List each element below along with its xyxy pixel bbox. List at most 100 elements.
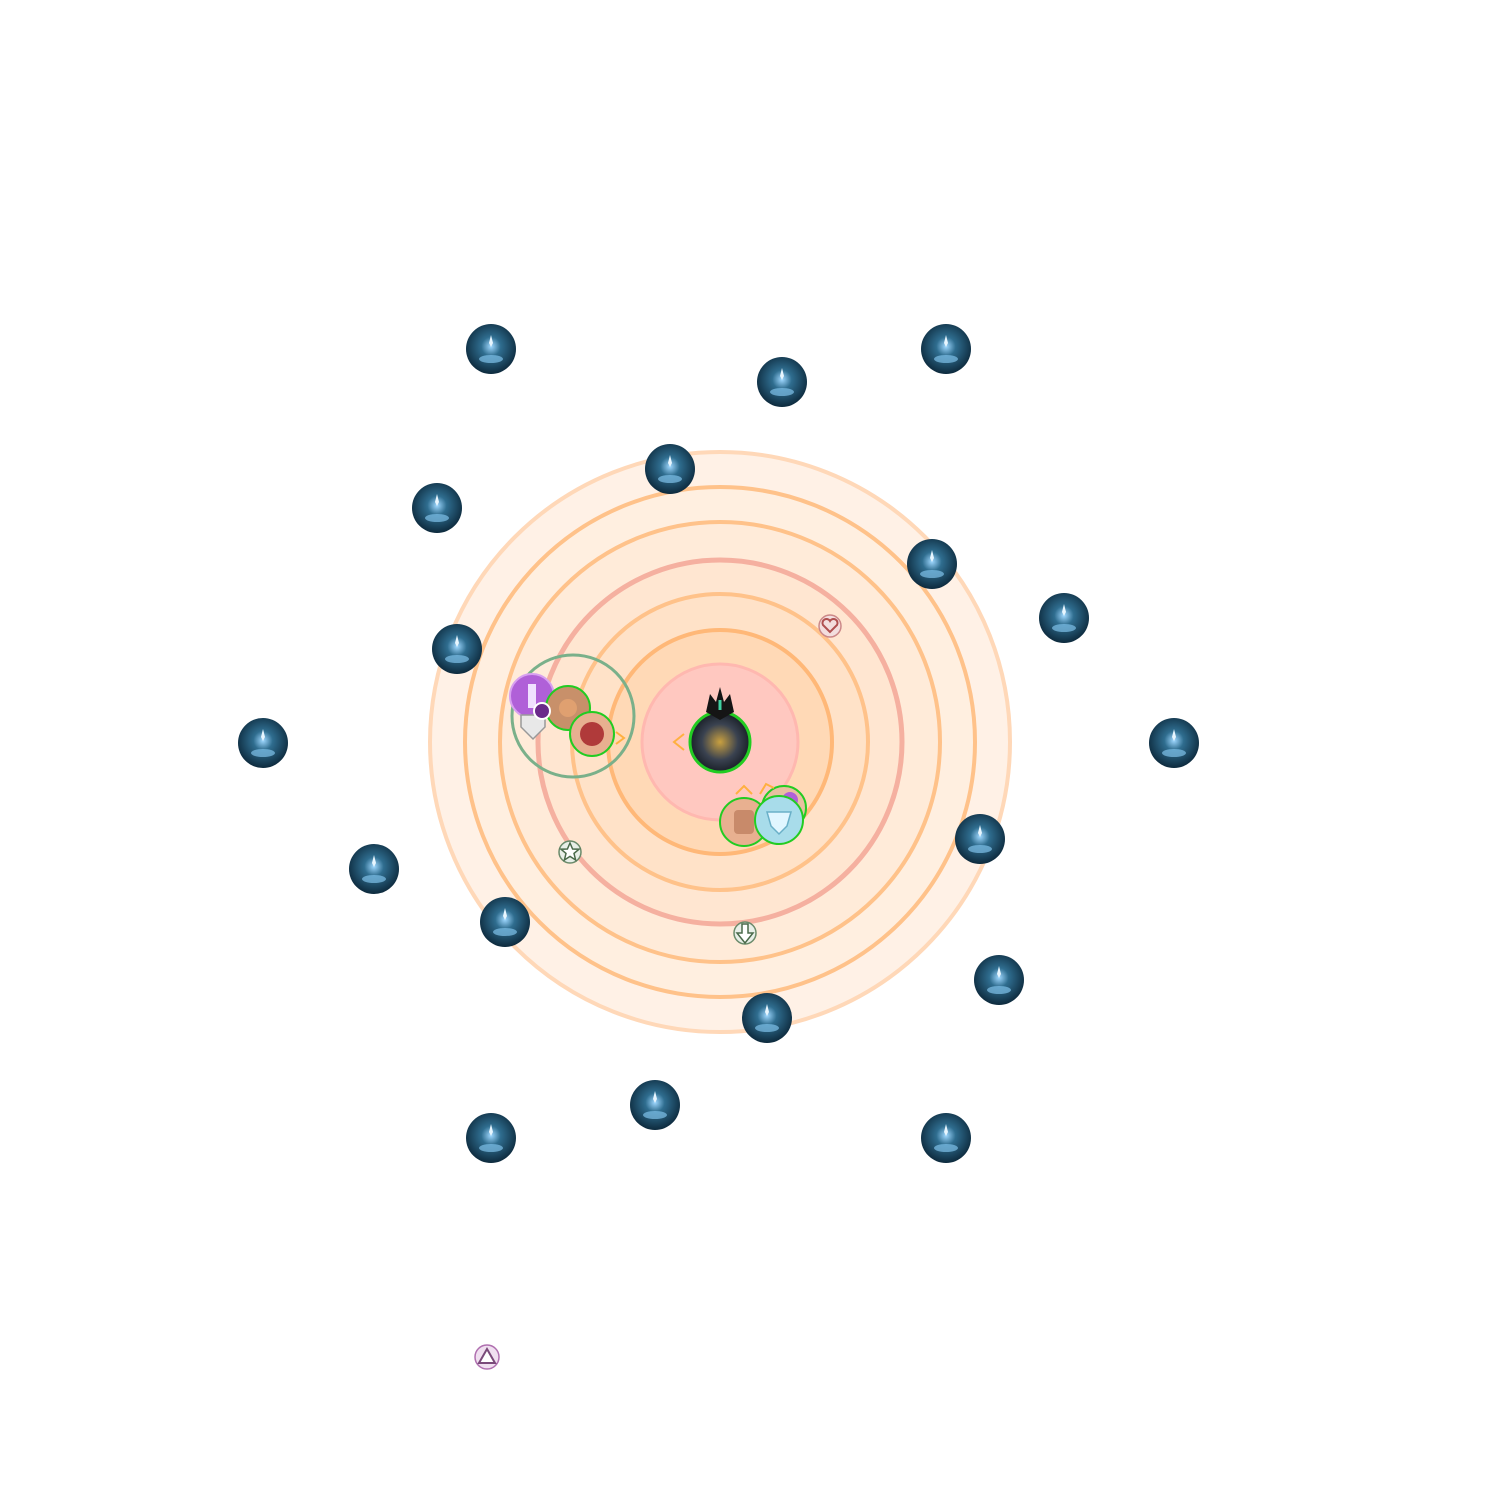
facing-arrow-icon	[672, 733, 685, 751]
orb-glow	[425, 514, 449, 522]
orb-glow	[479, 355, 503, 363]
group-range-ring	[510, 653, 636, 779]
water-orb[interactable]	[238, 718, 288, 768]
water-orb-icon	[466, 1113, 516, 1163]
purple-tank-icon	[528, 684, 536, 708]
dps-brown-icon	[734, 810, 754, 834]
blue-healer-icon	[766, 811, 792, 836]
down-arrow-waymark-icon	[735, 923, 755, 945]
orb-spark	[780, 368, 784, 380]
orb-spark	[503, 908, 507, 920]
orb-glow	[445, 655, 469, 663]
orb-glow	[643, 1111, 667, 1119]
orb-glow	[934, 355, 958, 363]
orb-spark	[435, 494, 439, 506]
water-orb-icon	[1039, 593, 1089, 643]
orb-spark	[653, 1091, 657, 1103]
facing-arrow-icon	[759, 782, 775, 795]
water-orb[interactable]	[921, 324, 971, 374]
orb-spark	[1062, 604, 1066, 616]
orb-glow	[1162, 749, 1186, 757]
orb-glow	[755, 1024, 779, 1032]
water-orb-icon	[921, 324, 971, 374]
water-orb[interactable]	[645, 444, 695, 494]
orb-glow	[770, 388, 794, 396]
water-orb-icon	[412, 483, 462, 533]
party-member-brown-dps[interactable]	[719, 784, 769, 847]
water-orb[interactable]	[742, 993, 792, 1043]
orb-spark	[668, 455, 672, 467]
water-orb-icon	[466, 324, 516, 374]
orb-glow	[1052, 624, 1076, 632]
orb-glow	[362, 875, 386, 883]
water-orb[interactable]	[757, 357, 807, 407]
waymark-arrow	[733, 921, 757, 945]
water-orb-icon	[757, 357, 807, 407]
water-orb-icon	[645, 444, 695, 494]
orb-glow	[968, 845, 992, 853]
orb-spark	[489, 1124, 493, 1136]
orb-glow	[920, 570, 944, 578]
water-orb[interactable]	[907, 539, 957, 589]
heart-waymark-icon	[821, 618, 839, 634]
star-waymark-icon	[559, 841, 581, 862]
triangle-waymark-icon	[477, 1346, 497, 1364]
water-orb-icon	[907, 539, 957, 589]
orb-glow	[934, 1144, 958, 1152]
water-orb[interactable]	[630, 1080, 680, 1130]
water-orb-icon	[432, 624, 482, 674]
water-orb-icon	[480, 897, 530, 947]
party-member-blue-healer[interactable]	[754, 795, 804, 845]
party-group-south-east	[719, 782, 807, 847]
water-orb-icon	[974, 955, 1024, 1005]
boss-icon	[688, 710, 752, 774]
orb-glow	[658, 475, 682, 483]
party-member-red-dps[interactable]	[569, 711, 626, 757]
water-orb-icon	[921, 1113, 971, 1163]
orb-spark	[997, 966, 1001, 978]
healer-icon	[559, 699, 577, 717]
orb-glow	[493, 928, 517, 936]
water-orb[interactable]	[466, 1113, 516, 1163]
waymark-heart	[818, 614, 842, 638]
dps-red-icon	[580, 722, 604, 746]
water-orb-icon	[630, 1080, 680, 1130]
orb-layer	[238, 324, 1199, 1163]
water-orb-icon	[742, 993, 792, 1043]
orb-glow	[251, 749, 275, 757]
water-orb[interactable]	[432, 624, 482, 674]
orb-spark	[1172, 729, 1176, 741]
orb-spark	[489, 335, 493, 347]
boss[interactable]	[672, 687, 752, 774]
orb-spark	[372, 855, 376, 867]
water-orb[interactable]	[921, 1113, 971, 1163]
waymark-star	[558, 840, 582, 864]
party-group-west	[509, 653, 636, 779]
water-orb-icon	[238, 718, 288, 768]
orb-spark	[455, 635, 459, 647]
water-orb-icon	[1149, 718, 1199, 768]
water-orb[interactable]	[1039, 593, 1089, 643]
waymark-triangle	[474, 1344, 500, 1370]
water-orb[interactable]	[974, 955, 1024, 1005]
water-orb[interactable]	[349, 844, 399, 894]
water-orb[interactable]	[955, 814, 1005, 864]
orb-glow	[479, 1144, 503, 1152]
orb-spark	[944, 1124, 948, 1136]
water-orb-icon	[349, 844, 399, 894]
water-orb[interactable]	[412, 483, 462, 533]
water-orb[interactable]	[466, 324, 516, 374]
orb-glow	[987, 986, 1011, 994]
orb-spark	[261, 729, 265, 741]
orb-spark	[930, 550, 934, 562]
marker-ring	[533, 702, 551, 720]
water-orb-icon	[955, 814, 1005, 864]
facing-arrow-icon	[615, 731, 626, 745]
orb-spark	[944, 335, 948, 347]
facing-arrow-icon	[735, 784, 753, 795]
water-orb[interactable]	[1149, 718, 1199, 768]
orb-spark	[765, 1004, 769, 1016]
orb-spark	[978, 825, 982, 837]
water-orb[interactable]	[480, 897, 530, 947]
